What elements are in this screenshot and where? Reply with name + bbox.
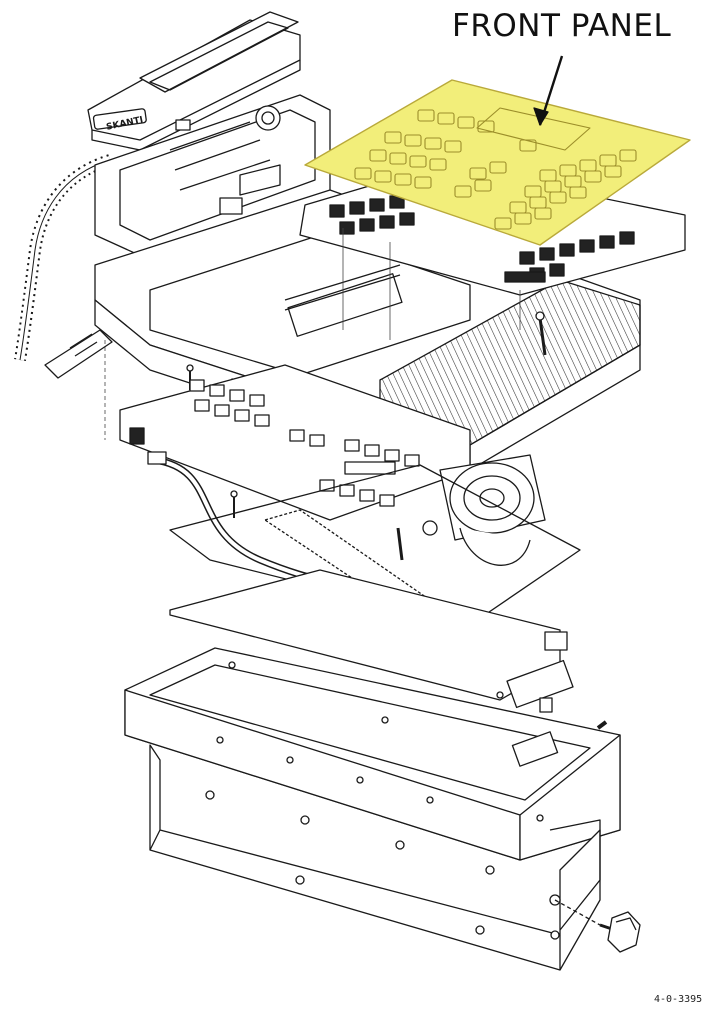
mounting-bracket [149,744,601,971]
main-circuit-board [119,364,471,521]
lower-circuit-board [169,569,574,713]
front-panel-callout-label: FRONT PANEL [452,8,672,44]
handset [87,11,301,151]
front-panel[interactable] [304,79,691,246]
callout-arrow [533,55,564,126]
loudspeaker [439,454,546,566]
front-panel-keys [354,109,637,230]
bottom-case [124,647,621,861]
coiled-cord [14,154,112,361]
drawing-number: 4-0-3395 [654,994,703,1005]
knob [599,911,641,953]
assembly-guide-lines [104,228,521,460]
